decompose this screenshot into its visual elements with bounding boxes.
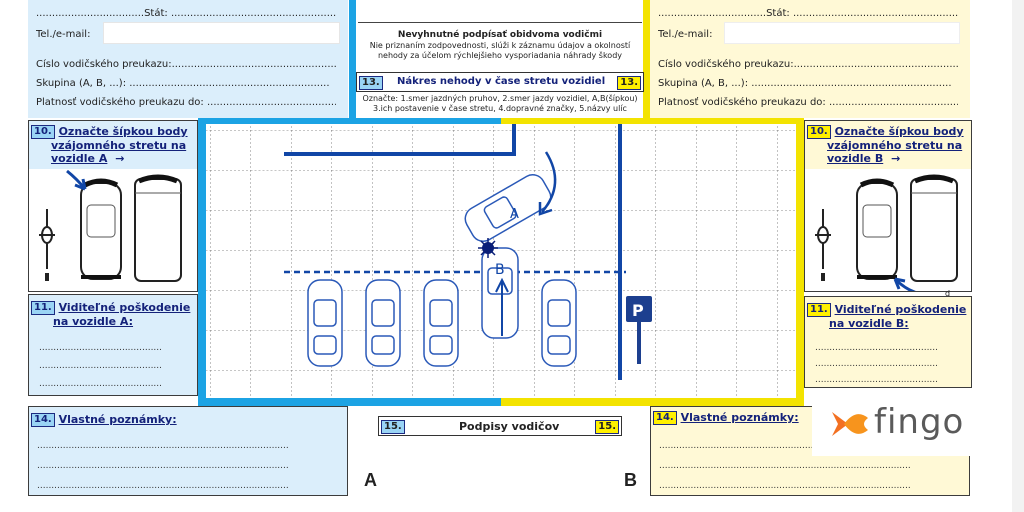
vehicle-silhouettes-a xyxy=(39,169,182,282)
right-driver-panel xyxy=(650,0,970,118)
accident-sketch[interactable]: B A P xyxy=(206,124,796,398)
road-edge-line xyxy=(284,124,516,156)
parked-car-5 xyxy=(541,279,577,367)
right-stat-line: ..................................Štát: … xyxy=(658,8,958,19)
center-header-line xyxy=(358,22,642,23)
right-arrow-icon: → xyxy=(891,152,901,165)
right-tel-label: Tel./e-mail: xyxy=(658,29,713,40)
section-13-title: Nákres nehody v čase stretu vozidiel xyxy=(397,76,606,87)
section-14-left: 14. Vlastné poznámky: ..................… xyxy=(28,406,348,496)
parked-car-1 xyxy=(307,279,343,367)
section-15-num-left: 15. xyxy=(381,420,405,434)
section-10-left-header xyxy=(29,121,197,169)
collision-point-icon xyxy=(478,238,498,258)
section-14-right: 14. Vlastné poznámky: ..................… xyxy=(650,406,970,496)
section-11-left-num: 11. xyxy=(31,301,55,315)
section-14-left-num: 14. xyxy=(31,413,55,427)
right-group-label: Skupina (A, B, ...): ...................… xyxy=(658,78,952,89)
car-topview-icon xyxy=(856,178,898,280)
vehicle-b-arrow-icon xyxy=(495,277,509,336)
right-license-label: Číslo vodičského preukazu:..............… xyxy=(658,59,958,70)
vehicle-a-arrow-icon xyxy=(538,151,557,216)
vehicle-b xyxy=(481,247,519,339)
parked-car-2 xyxy=(365,279,401,367)
section-10-left-title: 10. Označte šípkou body vzájomného stret… xyxy=(31,125,196,165)
section-13-num-left: 13. xyxy=(359,76,383,90)
motorbike-icon xyxy=(39,209,55,281)
fingo-logo[interactable]: fingo xyxy=(812,392,980,456)
center-header: Nevyhnutné podpísať obidvoma vodičmi Nie… xyxy=(356,30,644,61)
notes-line-a-2[interactable]: ........................................… xyxy=(37,461,289,471)
left-license-label: Číslo vodičského preukazu:..............… xyxy=(36,59,336,70)
damage-line-b-1[interactable]: ........................................… xyxy=(815,343,939,353)
center-header-title: Nevyhnutné podpísať obidvoma vodičmi xyxy=(397,30,603,40)
notes-line-a-1[interactable]: ........................................… xyxy=(37,441,289,451)
center-header-line2: Nie priznaním zodpovednosti, slúži k záz… xyxy=(369,41,631,50)
center-divider-left xyxy=(349,0,356,118)
damage-line-b-3[interactable]: ........................................… xyxy=(815,375,939,385)
damage-line-a-2[interactable]: ........................................… xyxy=(39,361,163,371)
parking-sign-icon xyxy=(626,296,652,364)
impact-arrow-icon xyxy=(893,277,916,291)
logo-text: fingo xyxy=(874,402,965,442)
damage-line-b-2[interactable]: ........................................… xyxy=(815,359,939,369)
vehicle-silhouettes-b xyxy=(815,174,958,291)
section-10-left: 10. Označte šípkou body vzájomného stret… xyxy=(28,120,198,292)
impact-arrow-icon xyxy=(66,169,87,191)
section-14-right-num: 14. xyxy=(653,411,677,425)
car-topview-icon xyxy=(80,178,122,280)
truck-topview-icon xyxy=(134,174,182,282)
damage-line-a-1[interactable]: ........................................… xyxy=(39,343,163,353)
section-15-title: Podpisy vodičov xyxy=(459,420,560,433)
notes-line-b-3[interactable]: ........................................… xyxy=(659,481,911,491)
notes-line-b-2[interactable]: ........................................… xyxy=(659,461,911,471)
section-11-left: 11. Viditeľné poškodenie na vozidle A: .… xyxy=(28,294,198,396)
truck-topview-icon xyxy=(910,174,958,282)
left-driver-panel xyxy=(28,0,348,118)
notes-line-b-1[interactable]: ........................................… xyxy=(659,441,911,451)
left-validity-label: Platnosť vodičského preukazu do: .......… xyxy=(36,97,336,108)
section-15-num-right: 15. xyxy=(595,420,619,434)
section-13-bar: 13. Nákres nehody v čase stretu vozidiel… xyxy=(356,72,644,92)
parked-car-3 xyxy=(423,279,459,367)
section-10-right: 10. Označte šípkou body vzájomného stret… xyxy=(804,120,972,298)
damage-line-a-3[interactable]: ........................................… xyxy=(39,379,163,389)
section-11-right: 11. Viditeľné poškodenie na vozidle B: .… xyxy=(804,296,972,388)
signature-b-label: B xyxy=(624,470,637,490)
section-10-right-num: 10. xyxy=(807,125,831,139)
section-10-right-title: 10. Označte šípkou body vzájomného stret… xyxy=(807,125,971,165)
right-validity-label: Platnosť vodičského preukazu do: .......… xyxy=(658,97,958,108)
fish-icon xyxy=(832,412,868,436)
left-tel-label: Tel./e-mail: xyxy=(36,29,91,40)
right-edge-strip xyxy=(1012,0,1024,512)
motorbike-icon xyxy=(815,209,831,281)
vehicle-a xyxy=(464,174,552,242)
center-divider-right xyxy=(643,0,650,118)
center-header-line3: nehody za účelom rýchlejšieho vysporiada… xyxy=(377,51,623,60)
signature-b-area[interactable] xyxy=(500,444,620,492)
sketch-note: Označte: 1.smer jazdných pruhov, 2.smer … xyxy=(362,94,638,113)
left-stat-line: ..................................Štát: … xyxy=(36,8,336,19)
section-13-num-right: 13. xyxy=(617,76,641,90)
section-11-right-num: 11. xyxy=(807,303,831,317)
left-tel-input[interactable] xyxy=(103,22,340,44)
vehicle-a-label: A xyxy=(510,207,519,222)
small-mark: d xyxy=(945,289,951,298)
right-arrow-icon: → xyxy=(115,152,125,165)
signature-a-label: A xyxy=(364,470,377,490)
right-tel-input[interactable] xyxy=(724,22,960,44)
section-15-bar: 15. Podpisy vodičov 15. xyxy=(378,416,622,436)
notes-line-a-3[interactable]: ........................................… xyxy=(37,481,289,491)
vehicle-b-label: B xyxy=(495,262,505,278)
left-group-label: Skupina (A, B, ...): ...................… xyxy=(36,78,330,89)
parking-sign-label: P xyxy=(632,301,644,320)
section-10-left-num: 10. xyxy=(31,125,55,139)
signature-a-area[interactable] xyxy=(380,444,500,492)
